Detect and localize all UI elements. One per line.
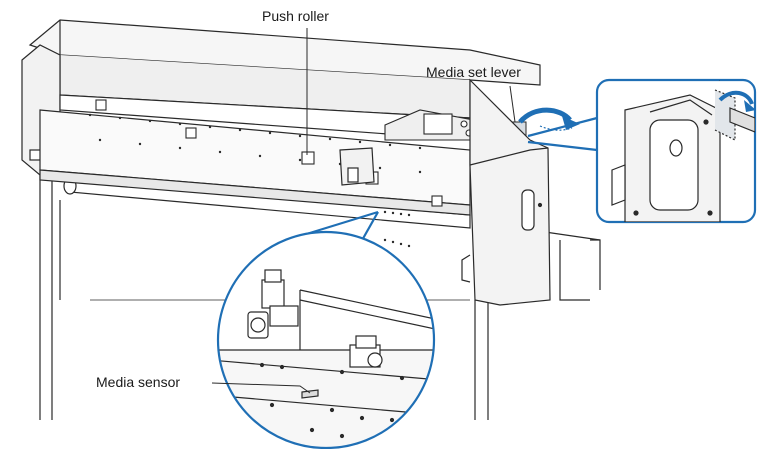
- media-sensor-magnifier: [216, 210, 436, 450]
- leader-lines: [211, 28, 516, 394]
- inset-callout-connector: [527, 116, 598, 152]
- media-set-lever-leader: [509, 85, 516, 123]
- lever-detail-inset: [595, 78, 757, 224]
- media-sensor-leader: [211, 382, 311, 394]
- tool-carriage: [339, 147, 375, 186]
- curved-arrow-icon: [518, 107, 580, 131]
- push-roller-label: Push roller: [262, 8, 329, 24]
- inset-arrow-icon: [718, 90, 756, 112]
- media-sensor-label: Media sensor: [96, 374, 181, 390]
- media-set-lever-label: Media set lever: [426, 64, 521, 80]
- right-end-cap: [461, 78, 551, 306]
